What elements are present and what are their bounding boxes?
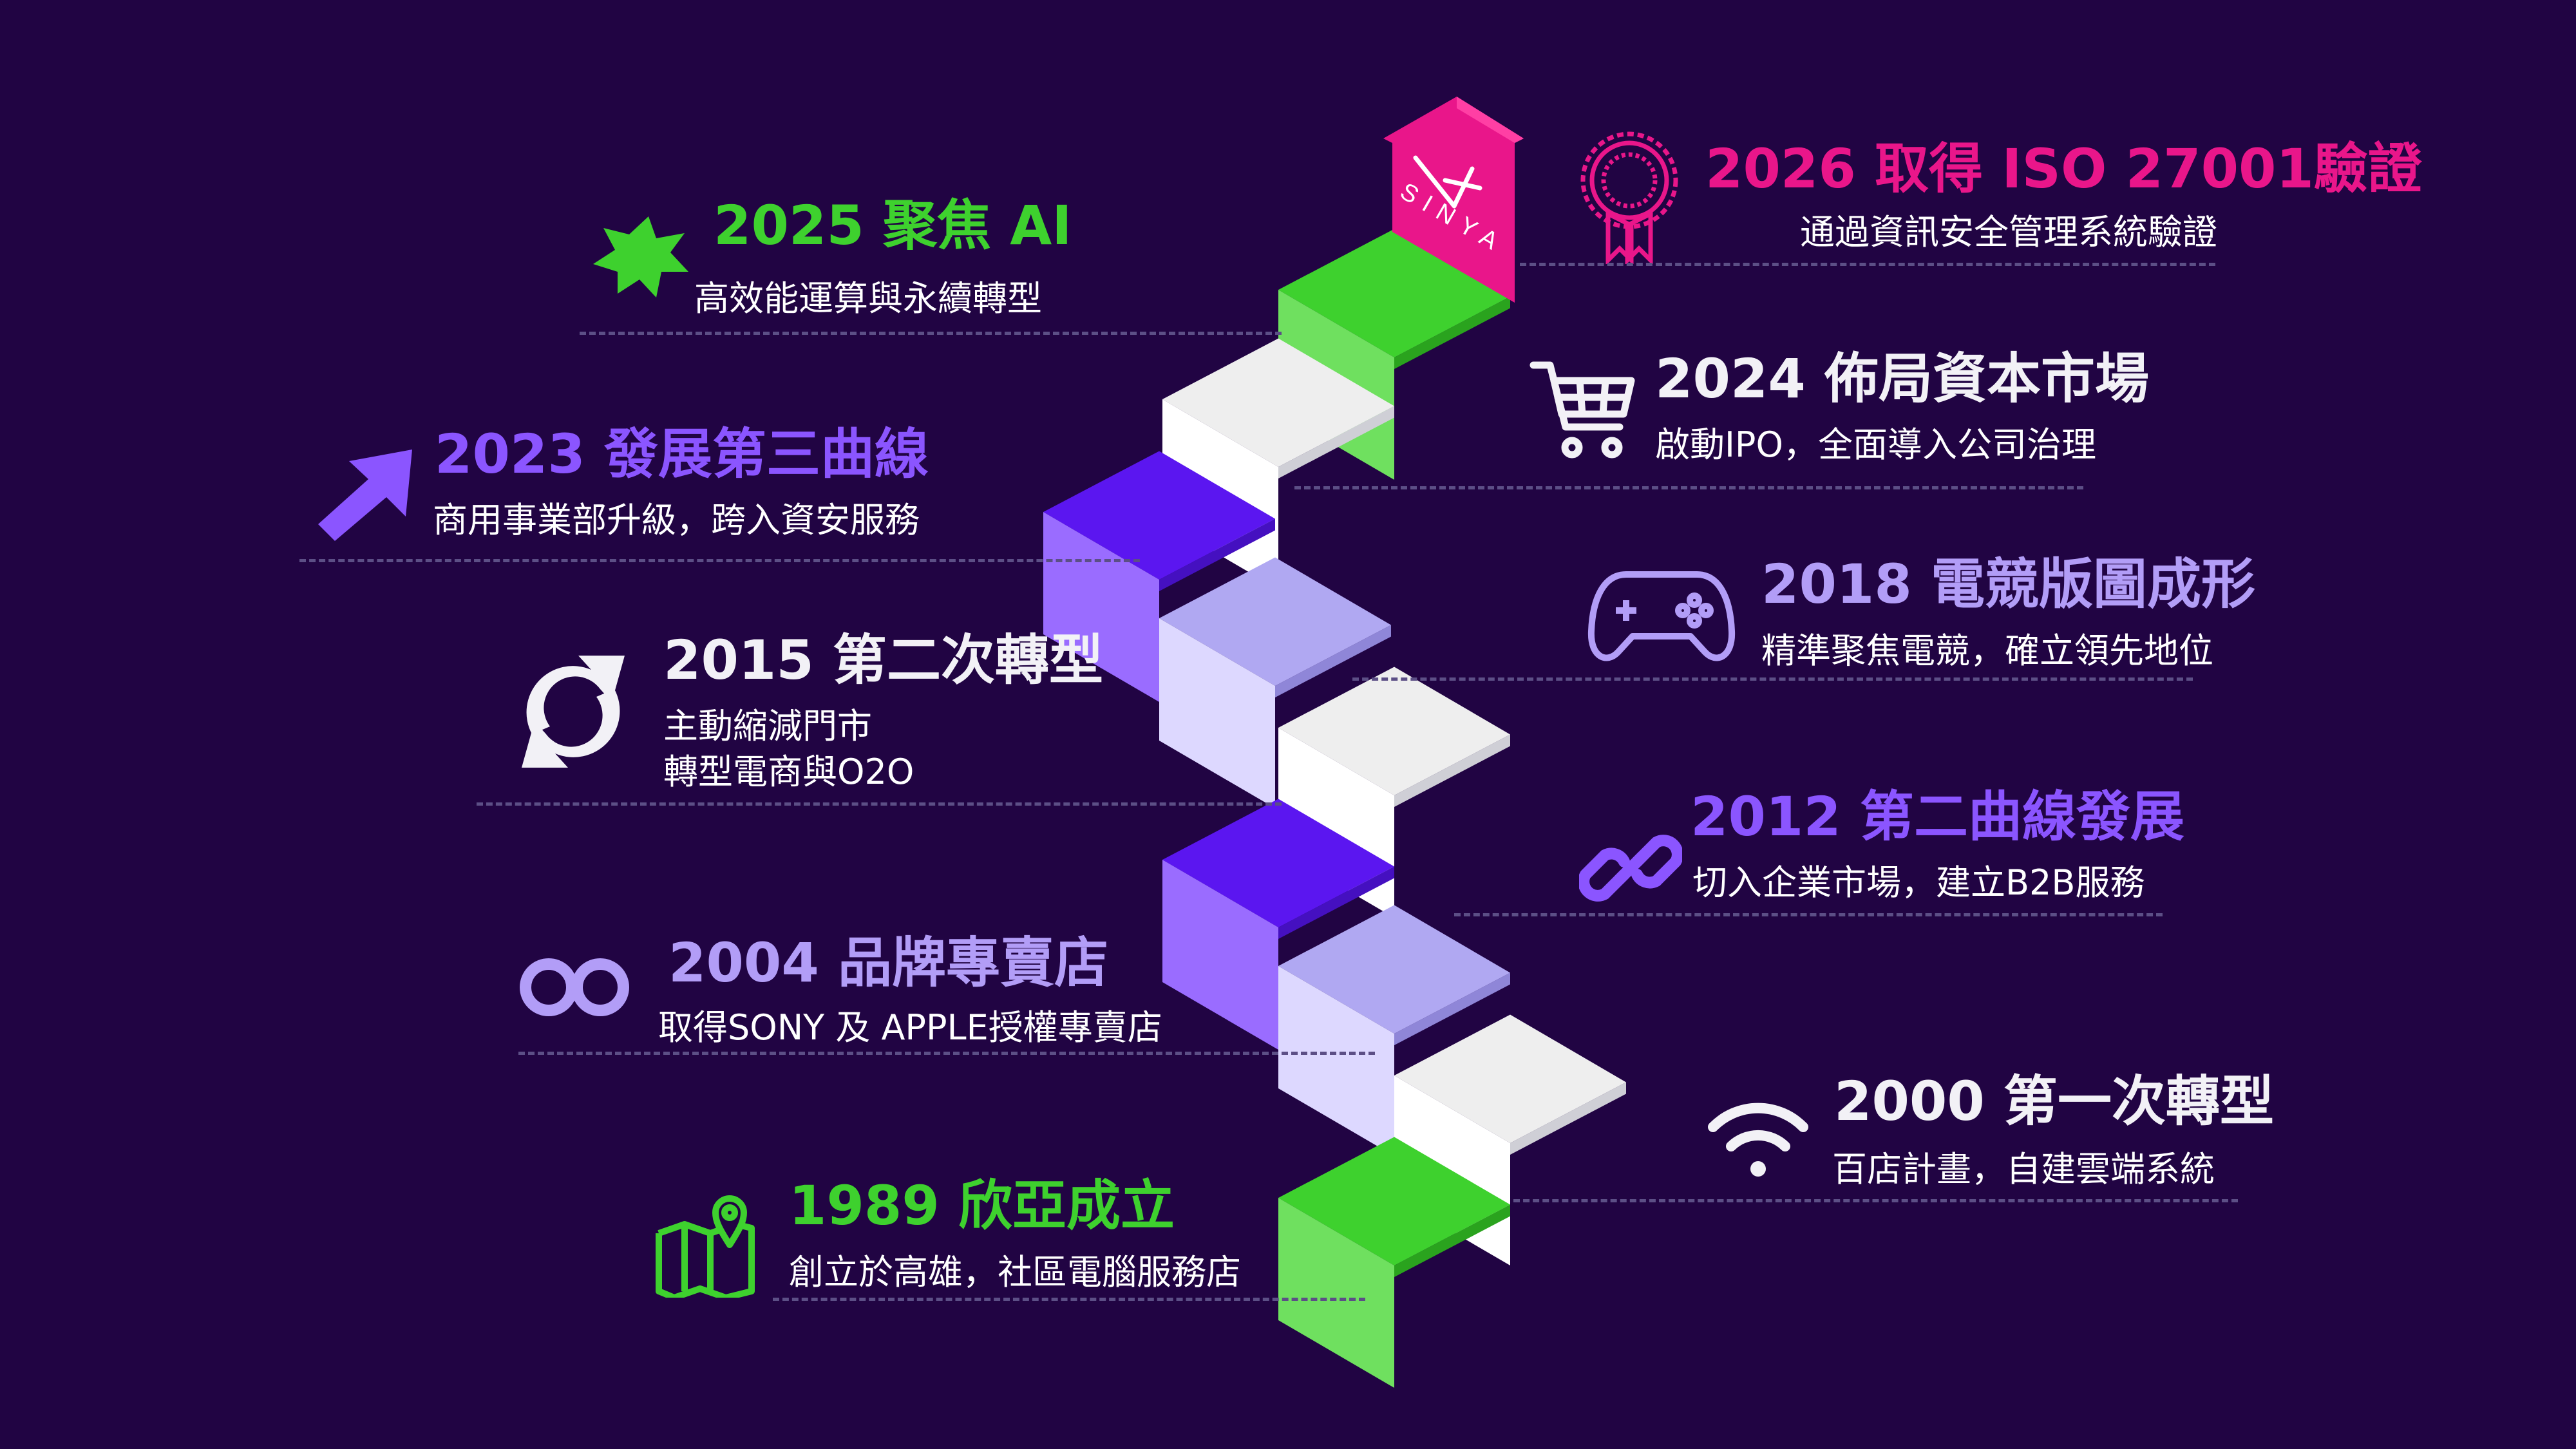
refresh-icon [509, 644, 638, 782]
milestone-desc: 百店計畫，自建雲端系統 [1832, 1149, 2215, 1189]
starburst-icon [589, 213, 692, 305]
stair-step [1278, 905, 1510, 1156]
milestone-desc: 啟動IPO，全面導入公司治理 [1655, 424, 2096, 465]
milestone-desc: 高效能運算與永續轉型 [694, 278, 1042, 319]
milestone-title: 2024 佈局資本市場 [1655, 347, 2150, 410]
milestone-title: 2018 電競版圖成形 [1761, 553, 2256, 616]
wifi-icon [1707, 1088, 1810, 1181]
link-icon [1578, 817, 1683, 922]
cart-icon [1530, 357, 1636, 463]
map-pin-icon [654, 1195, 757, 1301]
milestone-title: 2000 第一次轉型 [1834, 1070, 2275, 1133]
milestone-title: 2004 品牌專賣店 [668, 931, 1109, 994]
milestone-desc: 創立於高雄，社區電腦服務店 [789, 1252, 1241, 1293]
dashed-divider [518, 1052, 1375, 1055]
milestone-title: 1989 欣亞成立 [789, 1174, 1175, 1237]
milestone-desc-line2: 轉型電商與O2O [663, 752, 914, 792]
milestone-desc: 精準聚焦電競，確立領先地位 [1761, 630, 2213, 671]
milestone-desc: 取得SONY 及 APPLE授權專賣店 [658, 1007, 1162, 1048]
dashed-divider [1352, 677, 2193, 681]
dashed-divider [580, 332, 1282, 335]
milestone-desc: 主動縮減門市 [663, 706, 872, 746]
milestone-title: 2012 第二曲線發展 [1690, 785, 2185, 848]
dashed-divider [477, 802, 1282, 806]
milestone-title: 2023 發展第三曲線 [435, 422, 929, 486]
stair-step [1159, 557, 1391, 808]
milestone-title: 2015 第二次轉型 [663, 629, 1104, 692]
award-ribbon-icon [1575, 129, 1684, 267]
milestone-title: 2025 聚焦 AI [714, 194, 1072, 257]
milestone-title: 2026 取得 ISO 27001驗證 [1705, 137, 2422, 200]
dashed-divider [1513, 1199, 2238, 1202]
gamepad-icon [1587, 567, 1736, 672]
dashed-divider [773, 1298, 1365, 1301]
stair-step [1278, 1137, 1510, 1388]
dashed-divider [299, 559, 1140, 562]
milestone-desc: 切入企業市場，建立B2B服務 [1692, 862, 2145, 903]
milestone-desc: 通過資訊安全管理系統驗證 [1800, 212, 2217, 252]
stair-step [1162, 799, 1394, 1050]
dashed-divider [1454, 913, 2163, 916]
milestone-desc: 商用事業部升級，跨入資安服務 [433, 500, 920, 540]
infinity-icon [516, 952, 632, 1025]
arrow-up-right-icon [316, 444, 419, 544]
dashed-divider [1520, 263, 2215, 266]
dashed-divider [1294, 486, 2083, 489]
